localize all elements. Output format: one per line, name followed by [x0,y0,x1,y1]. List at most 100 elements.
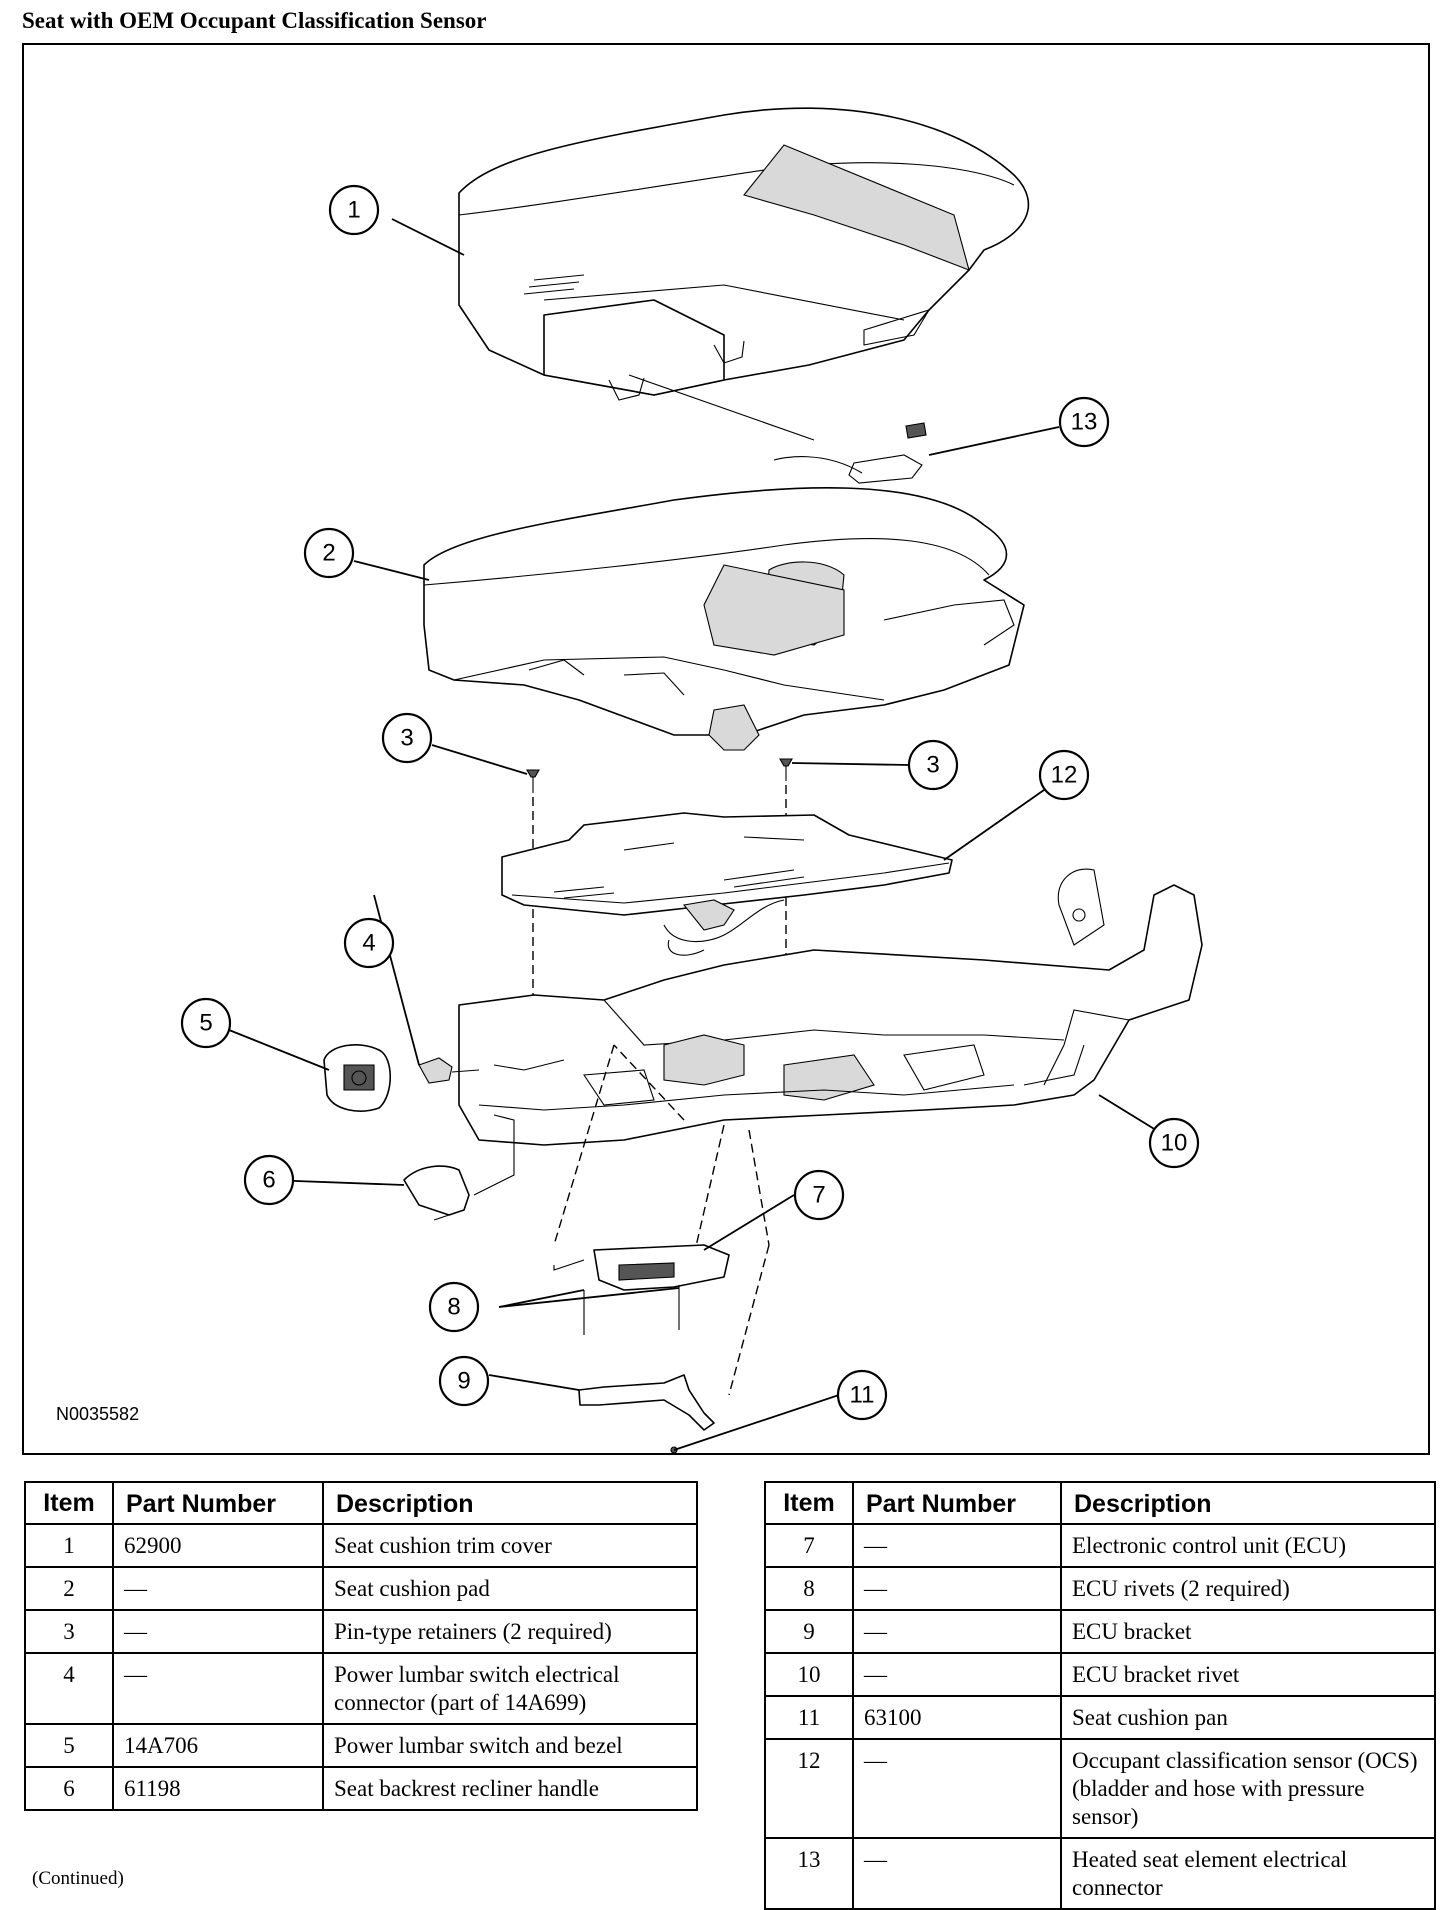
page-title: Seat with OEM Occupant Classification Se… [22,8,487,33]
part-description: ECU bracket [1060,1609,1436,1654]
table-row: 9 — ECU bracket [764,1609,1436,1654]
part-description: Power lumbar switch electrical connector… [322,1652,698,1725]
part-description: Power lumbar switch and bezel [322,1723,698,1768]
header-part-number: Part Number [852,1481,1062,1525]
item-number: 11 [764,1695,854,1740]
exploded-view-figure: 1 13 2 3 3 12 4 5 10 6 7 8 9 11 N0035582 [22,43,1430,1455]
electronic-control-unit [553,1244,730,1291]
part-description: Heated seat element electrical connector [1060,1837,1436,1910]
svg-text:10: 10 [1161,1130,1188,1157]
item-number: 9 [764,1609,854,1654]
power-lumbar-switch-bezel [323,1044,391,1112]
table-row: 10 — ECU bracket rivet [764,1652,1436,1697]
callout-3-left: 3 [381,712,433,764]
figure-code: N0035582 [56,1404,140,1424]
item-number: 8 [764,1566,854,1611]
svg-text:11: 11 [850,1382,875,1409]
part-number: — [112,1609,324,1654]
svg-text:3: 3 [400,725,413,752]
item-number: 7 [764,1523,854,1568]
part-description: Electronic control unit (ECU) [1060,1523,1436,1568]
item-number: 6 [24,1766,114,1811]
part-number: 62900 [112,1523,324,1568]
part-number: — [852,1523,1062,1568]
callout-7: 7 [793,1169,845,1221]
svg-text:4: 4 [362,930,375,957]
leader-lines [228,218,1165,1451]
part-number: — [852,1566,1062,1611]
continued-note: (Continued) [32,1868,124,1889]
seat-cushion-pan [458,868,1203,1396]
table-header-row: Item Part Number Description [24,1481,698,1525]
part-description: Seat cushion trim cover [322,1523,698,1568]
item-number: 10 [764,1652,854,1697]
callout-1: 1 [328,184,380,236]
header-description: Description [1060,1481,1436,1525]
item-number: 12 [764,1738,854,1839]
callout-3-right: 3 [907,739,959,791]
part-number: 61198 [112,1766,324,1811]
table-row: 5 14A706 Power lumbar switch and bezel [24,1723,698,1768]
callout-4: 4 [343,917,395,969]
part-description: Seat cushion pan [1060,1695,1436,1740]
callout-12: 12 [1038,749,1090,801]
callout-13: 13 [1058,396,1110,448]
callout-10: 11 [836,1369,888,1421]
part-description: Occupant classification sensor (OCS) (bl… [1060,1738,1436,1839]
part-description: ECU rivets (2 required) [1060,1566,1436,1611]
recliner-handle [403,1114,515,1221]
svg-text:2: 2 [322,540,335,567]
part-number: — [852,1652,1062,1697]
part-number: — [112,1566,324,1611]
table-row: 6 61198 Seat backrest recliner handle [24,1766,698,1811]
part-number: 63100 [852,1695,1062,1740]
part-description: Pin-type retainers (2 required) [322,1609,698,1654]
part-number: — [112,1652,324,1725]
table-row: 2 — Seat cushion pad [24,1566,698,1611]
svg-text:13: 13 [1071,409,1098,436]
header-item: Item [764,1481,854,1525]
part-number: — [852,1609,1062,1654]
svg-text:6: 6 [262,1167,275,1194]
table-row: 13 — Heated seat element electrical conn… [764,1837,1436,1910]
svg-text:7: 7 [812,1182,825,1209]
table-row: 7 — Electronic control unit (ECU) [764,1523,1436,1568]
part-description: ECU bracket rivet [1060,1652,1436,1697]
part-number: 14A706 [112,1723,324,1768]
seat-cushion-trim-cover [458,107,1030,484]
table-row: 3 — Pin-type retainers (2 required) [24,1609,698,1654]
callout-8: 8 [428,1281,480,1333]
item-number: 2 [24,1566,114,1611]
ecu-bracket [578,1374,715,1431]
occupant-classification-sensor [501,812,953,956]
table-row: 12 — Occupant classification sensor (OCS… [764,1738,1436,1839]
item-number: 3 [24,1609,114,1654]
header-part-number: Part Number [112,1481,324,1525]
item-number: 1 [24,1523,114,1568]
callout-5: 5 [180,997,232,1049]
header-description: Description [322,1481,698,1525]
table-row: 8 — ECU rivets (2 required) [764,1566,1436,1611]
svg-text:1: 1 [347,197,360,224]
header-item: Item [24,1481,114,1525]
item-number: 4 [24,1652,114,1725]
table-row: 11 63100 Seat cushion pan [764,1695,1436,1740]
parts-table-left: Item Part Number Description 1 62900 Sea… [24,1481,698,1811]
part-number: — [852,1837,1062,1910]
item-number: 13 [764,1837,854,1910]
table-row: 4 — Power lumbar switch electrical conne… [24,1652,698,1725]
svg-text:9: 9 [457,1368,470,1395]
callout-2: 2 [303,527,355,579]
svg-text:5: 5 [199,1010,212,1037]
callout-6: 6 [243,1154,295,1206]
part-description: Seat cushion pad [322,1566,698,1611]
power-lumbar-connector [418,1057,480,1084]
part-description: Seat backrest recliner handle [322,1766,698,1811]
svg-text:12: 12 [1051,762,1078,789]
callout-11: 10 [1148,1117,1200,1169]
seat-cushion-pad [423,487,1025,751]
parts-table-right: Item Part Number Description 7 — Electro… [764,1481,1436,1910]
seat-exploded-diagram: 1 13 2 3 3 12 4 5 10 6 7 8 9 11 [180,107,1203,1453]
table-header-row: Item Part Number Description [764,1481,1436,1525]
table-row: 1 62900 Seat cushion trim cover [24,1523,698,1568]
